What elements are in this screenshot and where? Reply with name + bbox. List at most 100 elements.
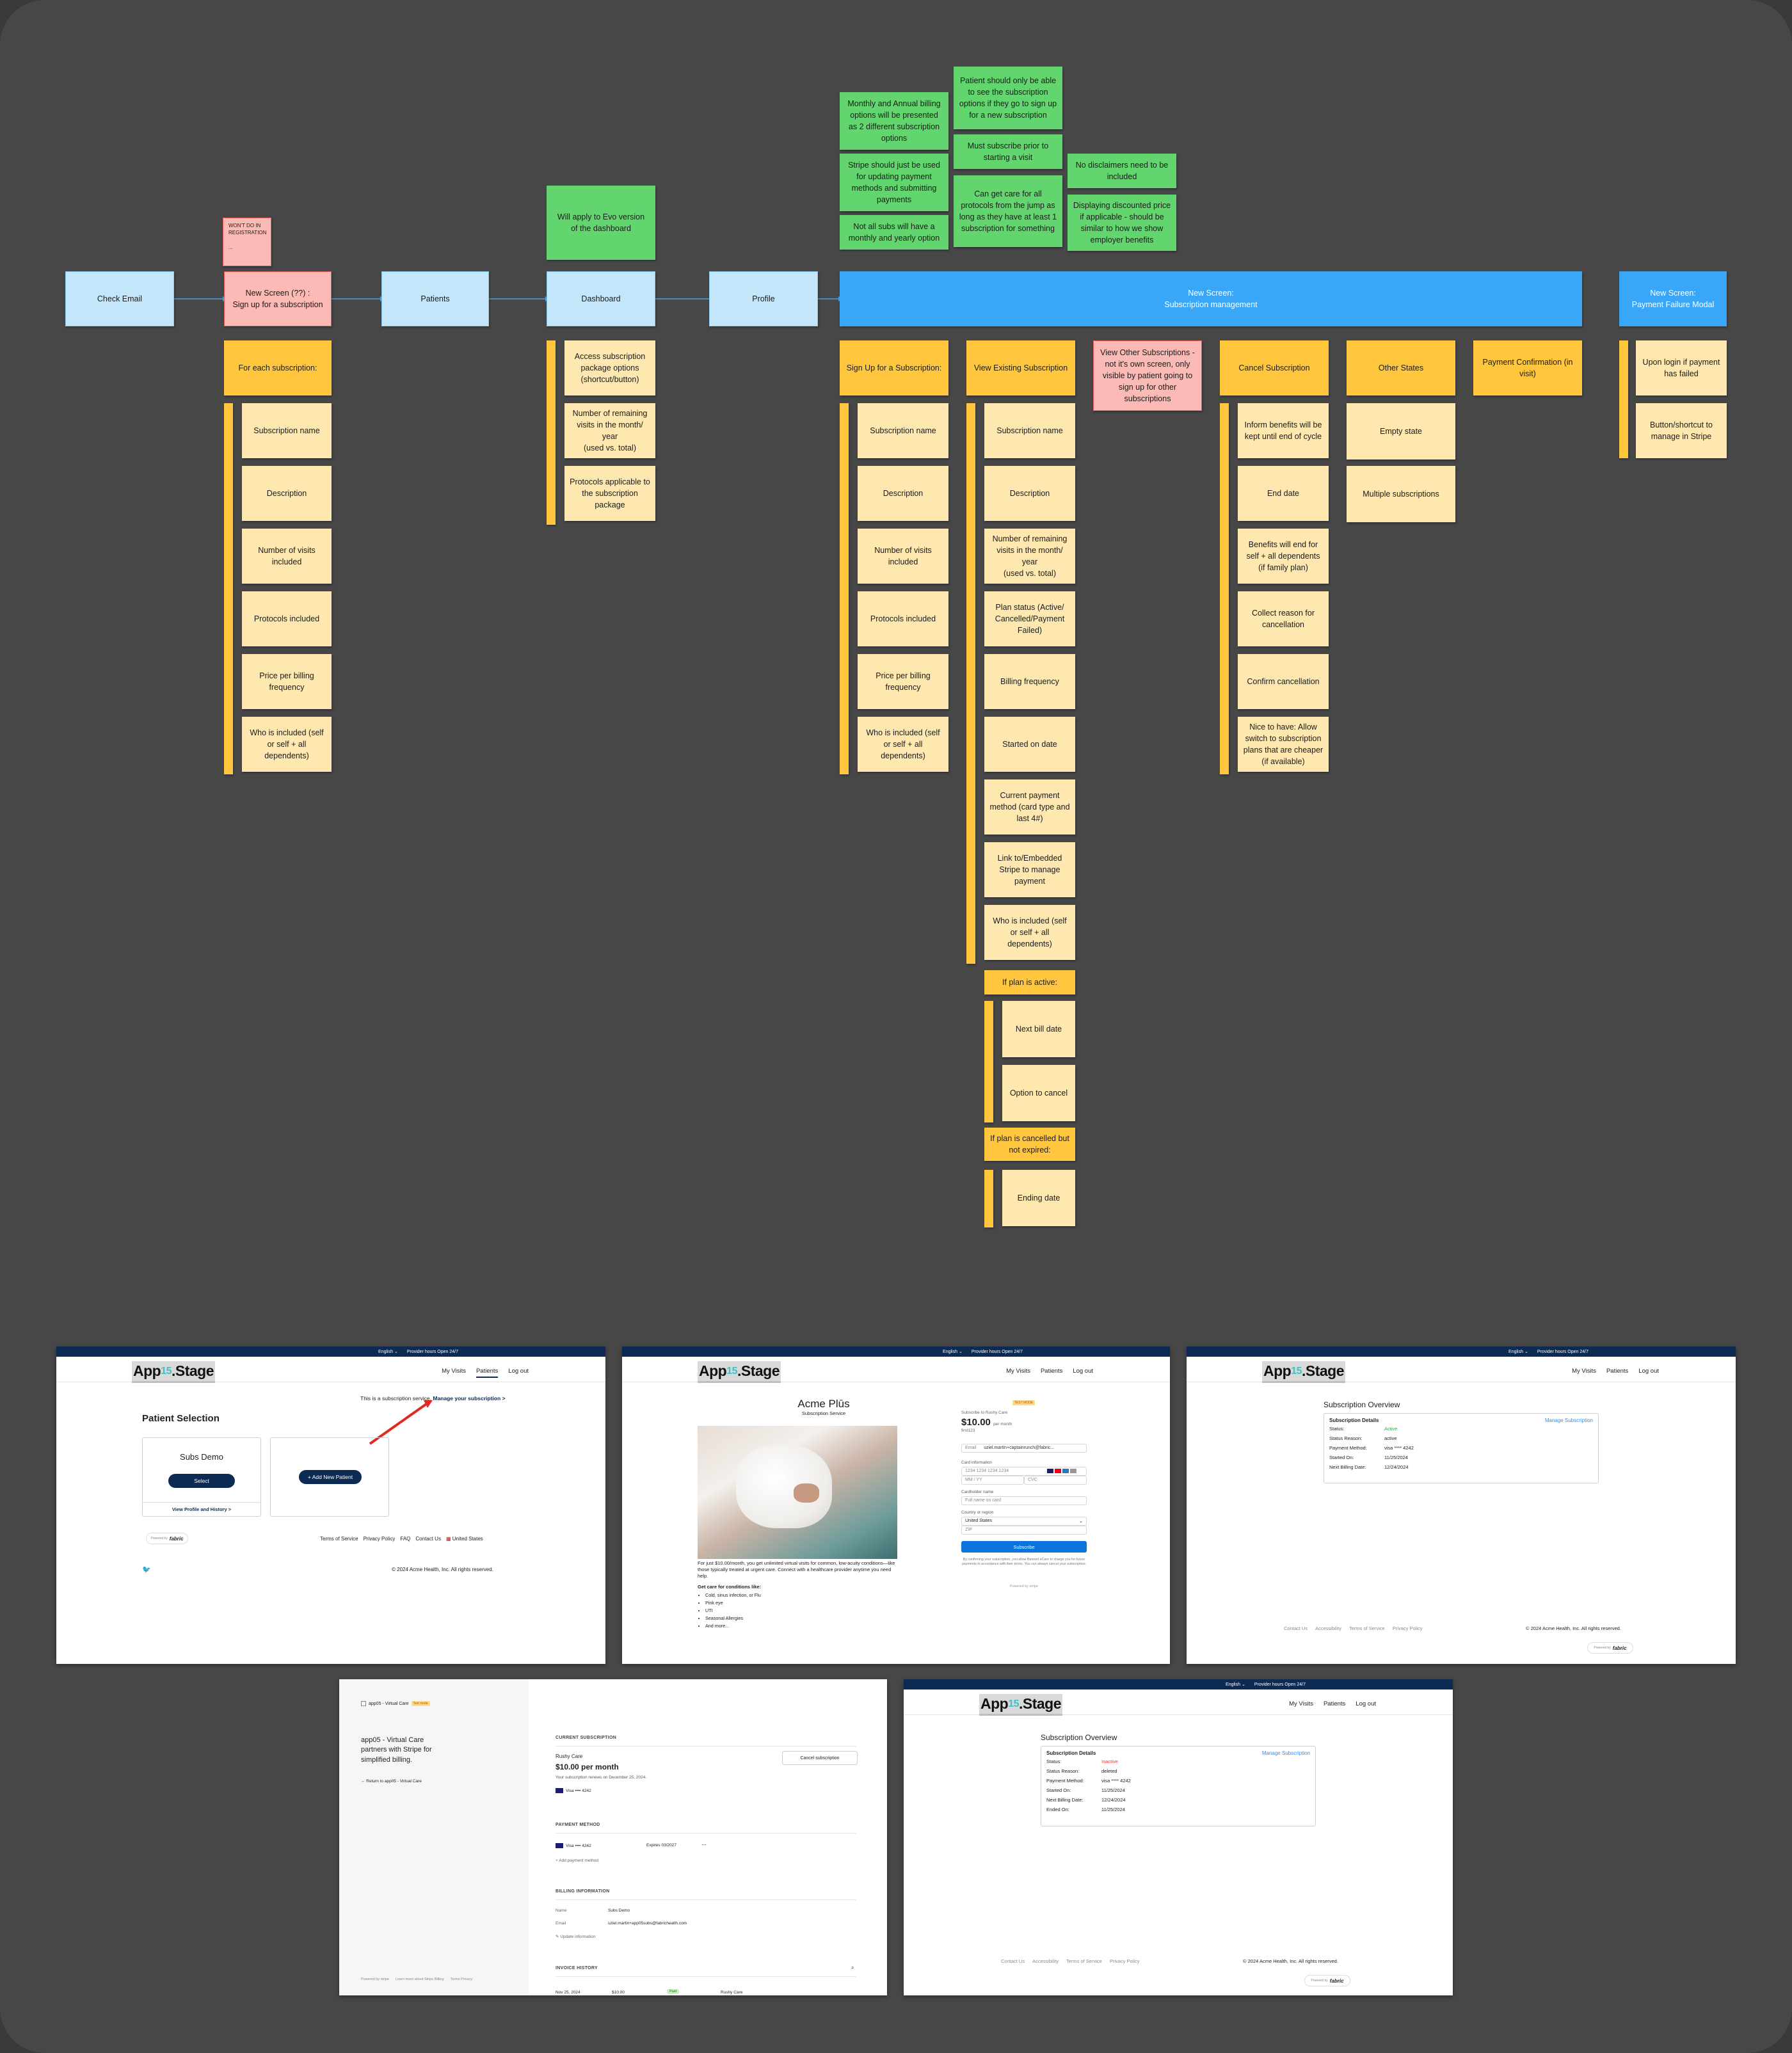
column-bar	[1619, 340, 1628, 458]
detail-row: Ended On:11/25/2024	[1046, 1805, 1174, 1814]
expiry-input[interactable]: MM / YY	[961, 1476, 1024, 1485]
accessibility-link[interactable]: Accessibility	[1032, 1958, 1059, 1964]
nav-my-visits[interactable]: My Visits	[1572, 1368, 1596, 1375]
red-arrow	[369, 1400, 433, 1445]
twitter-icon[interactable]: 🐦	[142, 1566, 151, 1574]
current-card: Visa •••• 4242	[556, 1788, 591, 1793]
cancel-subscription-button[interactable]: Cancel subscription	[782, 1751, 858, 1765]
footer-links: Contact Us Accessibility Terms of Servic…	[1001, 1958, 1140, 1964]
sticky-note: Current payment method (card type and la…	[984, 779, 1075, 835]
invoice-date[interactable]: Nov 25, 2024	[556, 1990, 580, 1995]
nav-patients[interactable]: Patients	[476, 1368, 499, 1378]
cardholder-input[interactable]: Full name on card	[961, 1496, 1087, 1505]
column-bar	[966, 403, 975, 964]
select-button[interactable]: Select	[168, 1474, 235, 1488]
subscribe-button[interactable]: Subscribe	[961, 1541, 1087, 1553]
country-link[interactable]: ▦ United States	[445, 1536, 483, 1542]
contact-link[interactable]: Contact Us	[415, 1536, 441, 1542]
current-subscription-label: CURRENT SUBSCRIPTION	[556, 1736, 617, 1740]
detail-key: Next Billing Date:	[1046, 1797, 1084, 1803]
zip-input[interactable]: ZIP	[961, 1526, 1087, 1535]
privacy-link[interactable]: Privacy Policy	[1392, 1626, 1423, 1631]
nav-log-out[interactable]: Log out	[508, 1368, 529, 1375]
list-item: Seasonal Allergies	[705, 1615, 761, 1622]
more-icon[interactable]: ⋯	[701, 1842, 707, 1848]
detail-row: Payment Method:visa **** 4242	[1046, 1776, 1174, 1785]
product-photo	[698, 1426, 897, 1559]
view-profile-link[interactable]: View Profile and History >	[143, 1502, 260, 1512]
plan-name: Rushy Care	[556, 1753, 583, 1759]
detail-key: Status Reason:	[1046, 1768, 1080, 1774]
terms-link[interactable]: Terms of Service	[1348, 1626, 1385, 1631]
accessibility-link[interactable]: Accessibility	[1315, 1626, 1341, 1631]
sticky-note: End date	[1238, 466, 1329, 521]
language-select[interactable]: English ⌄	[1226, 1682, 1245, 1687]
manage-in-stripe-note: Button/shortcut to manage in Stripe	[1636, 403, 1727, 458]
cvc-input[interactable]: CVC	[1024, 1476, 1087, 1485]
privacy-link[interactable]: Privacy Policy	[1109, 1958, 1140, 1964]
manage-subscription-link[interactable]: Manage Subscription	[1544, 1418, 1593, 1423]
footer-links: Terms of Service Privacy Policy FAQ Cont…	[320, 1536, 483, 1542]
sticky-note: Description	[858, 466, 948, 521]
portal-headline: app05 - Virtual Care partners with Strip…	[361, 1736, 432, 1764]
search-icon[interactable]: ⌕	[851, 1965, 854, 1970]
nav-patients[interactable]: Patients	[1040, 1368, 1063, 1375]
detail-row: Status Reason:active	[1329, 1434, 1457, 1443]
nav-my-visits[interactable]: My Visits	[442, 1368, 466, 1375]
if-active-header: If plan is active:	[984, 970, 1075, 995]
nav-patients[interactable]: Patients	[1606, 1368, 1629, 1375]
sticky-note: Subscription name	[242, 403, 332, 458]
provider-hours: Provider hours Open 24/7	[406, 1349, 458, 1354]
sticky-note: Inform benefits will be kept until end o…	[1238, 403, 1329, 458]
email-field[interactable]: Email uziel.martin+captainrunch@fabric..…	[961, 1444, 1087, 1453]
add-payment-method-link[interactable]: + Add payment method	[556, 1858, 599, 1863]
nav-my-visits[interactable]: My Visits	[1289, 1700, 1313, 1707]
nav-patients[interactable]: Patients	[1323, 1700, 1346, 1707]
column-bar	[840, 403, 849, 774]
contact-link[interactable]: Contact Us	[1001, 1958, 1025, 1964]
manage-subscription-link[interactable]: Manage your subscription >	[433, 1395, 506, 1402]
nav-my-visits[interactable]: My Visits	[1006, 1368, 1030, 1375]
detail-key: Payment Method:	[1329, 1445, 1367, 1451]
detail-key: Started On:	[1046, 1787, 1071, 1793]
nav-log-out[interactable]: Log out	[1638, 1368, 1659, 1375]
copyright: © 2024 Acme Health, Inc. All rights rese…	[1526, 1626, 1621, 1631]
contact-link[interactable]: Contact Us	[1284, 1626, 1308, 1631]
faq-link[interactable]: FAQ	[400, 1536, 411, 1542]
name-key: Name	[556, 1908, 567, 1913]
sticky-note: Who is included (self or self + all depe…	[984, 905, 1075, 960]
card-number-input[interactable]: 1234 1234 1234 1234	[961, 1467, 1087, 1476]
add-new-patient-button[interactable]: + Add New Patient	[299, 1470, 362, 1484]
green-note: Displaying discounted price if applicabl…	[1068, 195, 1176, 251]
terms-link[interactable]: Terms of Service	[1066, 1958, 1102, 1964]
terms-link[interactable]: Terms of Service	[320, 1536, 358, 1542]
sticky-note: Description	[242, 466, 332, 521]
detail-value: visa **** 4242	[1384, 1445, 1414, 1451]
empty-state-note: Empty state	[1347, 403, 1455, 459]
provider-hours: Provider hours Open 24/7	[1254, 1682, 1306, 1687]
language-select[interactable]: English ⌄	[378, 1350, 398, 1354]
manage-subscription-link[interactable]: Manage Subscription	[1261, 1750, 1310, 1756]
privacy-link[interactable]: Privacy Policy	[363, 1536, 396, 1542]
multiple-subscriptions-note: Multiple subscriptions	[1347, 466, 1455, 522]
update-information-link[interactable]: ✎ Update information	[556, 1935, 596, 1939]
language-select[interactable]: English ⌄	[1508, 1350, 1528, 1354]
subscription-details-card: Subscription Details Manage Subscription…	[1324, 1413, 1599, 1483]
sticky-note: Link to/Embedded Stripe to manage paymen…	[984, 842, 1075, 897]
language-select[interactable]: English ⌄	[943, 1350, 963, 1354]
page-title: Patient Selection	[142, 1413, 220, 1424]
legal-text: By confirming your subscription, you all…	[961, 1558, 1087, 1566]
return-link[interactable]: ← Return to app05 - Virtual Care	[361, 1779, 422, 1784]
list-item: UTI	[705, 1607, 761, 1615]
country-select[interactable]: United States⌄	[961, 1517, 1087, 1526]
ending-date-note: Ending date	[1002, 1170, 1075, 1226]
nav-log-out[interactable]: Log out	[1073, 1368, 1093, 1375]
nav-log-out[interactable]: Log out	[1356, 1700, 1376, 1707]
green-note: Patient should only be able to see the s…	[954, 67, 1062, 129]
email-value: uziel.martin+app05subs@fabrichealth.com	[608, 1921, 687, 1926]
